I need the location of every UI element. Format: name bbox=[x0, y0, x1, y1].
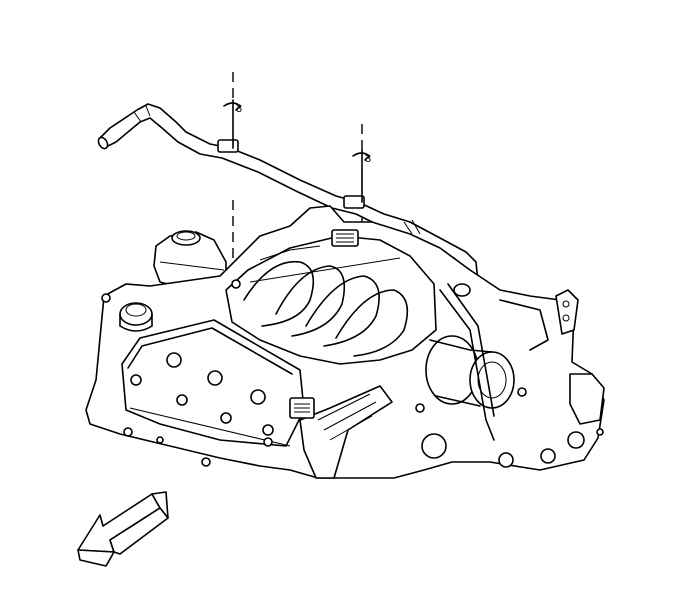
callout-label-left: 3 bbox=[236, 103, 242, 115]
fastener-callout-left: 3 bbox=[223, 72, 242, 290]
oil-fill-cap bbox=[119, 302, 153, 332]
front-of-vehicle-arrow-icon bbox=[77, 491, 169, 567]
valve-cover bbox=[121, 319, 305, 447]
bolts bbox=[101, 279, 604, 467]
callout-label-right: 3 bbox=[365, 153, 371, 165]
right-side-components bbox=[439, 283, 605, 468]
intake-manifold bbox=[225, 229, 437, 365]
throttle-body bbox=[421, 335, 515, 459]
harness-conduit bbox=[289, 385, 393, 479]
